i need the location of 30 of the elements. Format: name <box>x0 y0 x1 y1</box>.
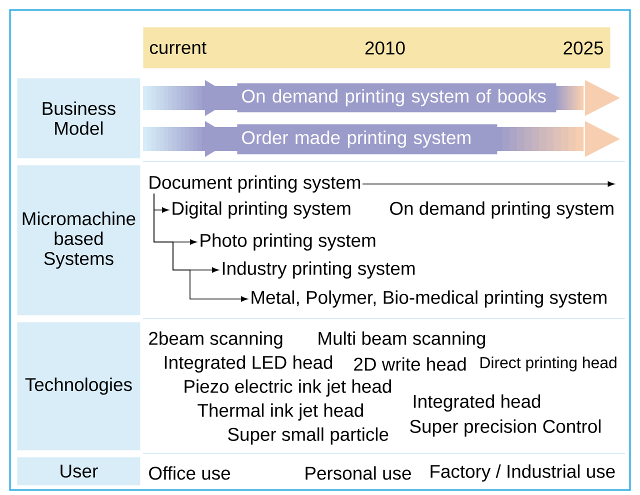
connector-arrow <box>362 181 615 187</box>
system-label: Photo printing system <box>200 233 376 251</box>
system-label: Document printing system <box>150 175 360 193</box>
technology-label: 2beam scanning <box>149 331 282 349</box>
connector-arrow <box>154 193 248 302</box>
system-label: On demand printing system <box>390 201 614 219</box>
technology-label: Multi beam scanning <box>318 331 485 349</box>
technology-label: Super precision Control <box>410 419 601 437</box>
node-label: Order made printing system <box>242 130 470 148</box>
row-header: Technologies <box>17 322 140 450</box>
technology-label: 2D write head <box>354 357 466 371</box>
row-header: User <box>17 457 140 486</box>
row-header: Business Model <box>17 78 140 158</box>
technology-label: Thermal ink jet head <box>198 403 363 421</box>
technology-label: Super small particle <box>228 427 388 445</box>
system-label: Industry printing system <box>222 261 415 279</box>
user-label: Factory / Industrial use <box>430 464 615 482</box>
node-label: On demand printing system of books <box>242 89 546 106</box>
year-label: current <box>150 42 206 54</box>
user-label: Office use <box>149 466 230 480</box>
technology-label: Integrated LED head <box>164 355 332 373</box>
technology-label: Integrated head <box>414 394 540 412</box>
user-label: Personal use <box>306 466 411 480</box>
year-label: 2010 <box>365 41 405 55</box>
technology-label: Piezo electric ink jet head <box>184 379 391 397</box>
system-label: Digital printing system <box>172 201 350 219</box>
year-label: 2025 <box>564 41 604 55</box>
row-header: Micromachine based Systems <box>17 165 140 316</box>
technology-label: Direct printing head <box>480 356 616 372</box>
system-label: Metal, Polymer, Bio-medical printing system <box>252 290 606 308</box>
